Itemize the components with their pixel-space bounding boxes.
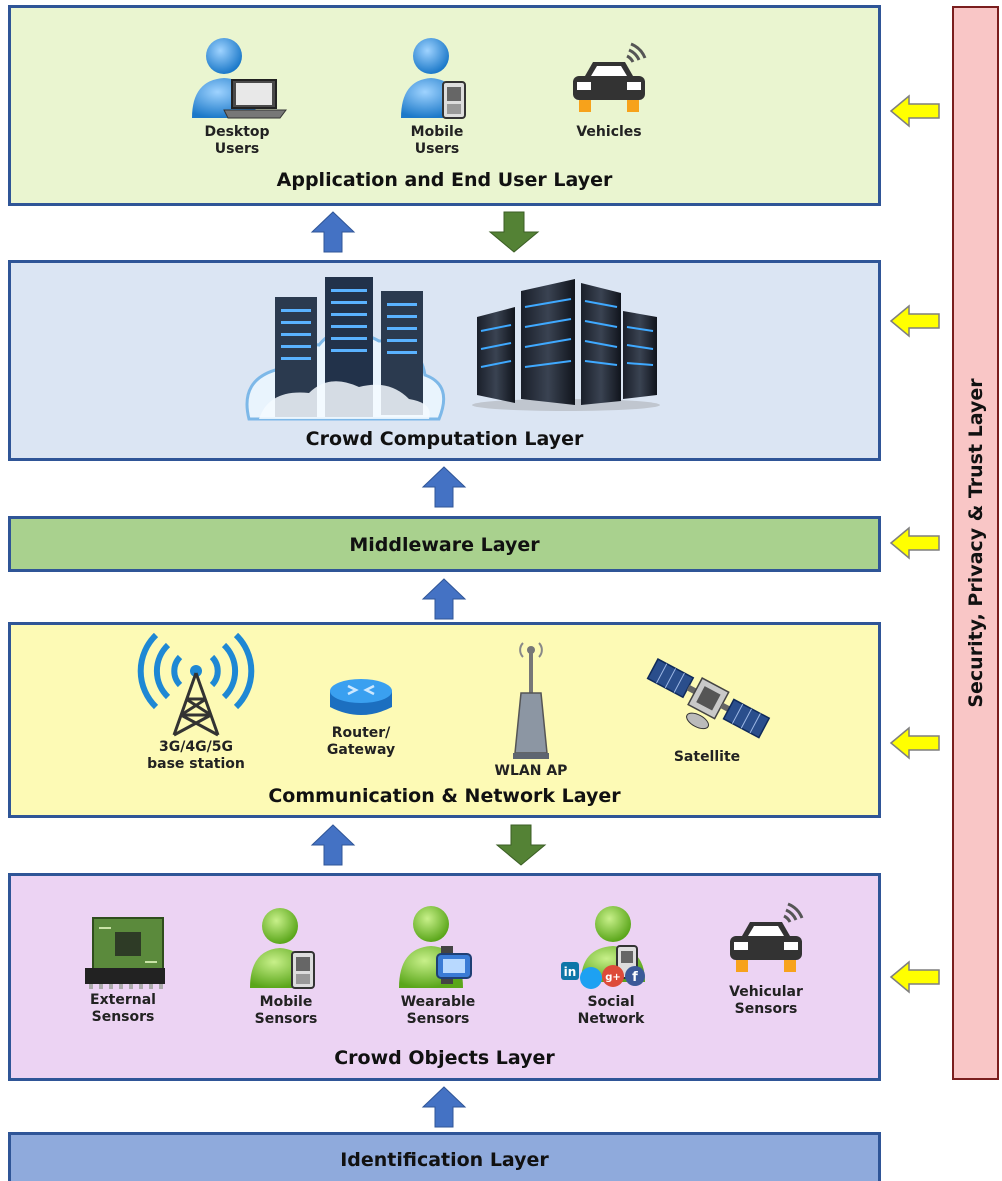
mobile-users-label: Mobile Users [410,124,464,157]
vehicles-item: Vehicles [554,38,664,141]
satellite-item: Satellite [637,655,777,766]
identification-layer: Identification Layer [8,1132,881,1181]
wearable-sensors-label: Wearable Sensors [400,994,476,1027]
up-arrow [310,211,356,253]
left-arrow [889,526,940,560]
identification-layer-title: Identification Layer [340,1149,549,1171]
desktop-user-icon [192,38,287,119]
wearable-sensors-item: Wearable Sensors [383,902,493,1028]
wlan-ap-item: WLAN AP [476,635,586,780]
base-station-item: 3G/4G/5G base station [126,633,266,773]
social-network-label: Social Network [577,994,645,1027]
social-network-item: in g+ f Social Network [551,902,671,1028]
desktop-users-item: Desktop Users [177,34,297,158]
satellite-label: Satellite [673,749,741,765]
wearable-sensor-icon [399,906,472,988]
svg-text:f: f [632,970,638,985]
wlan-ap-label: WLAN AP [494,763,568,779]
router-item: Router/ Gateway [311,675,411,759]
svg-text:g+: g+ [605,972,621,983]
objects-layer-title: Crowd Objects Layer [334,1047,555,1069]
data-center-icon [472,279,660,411]
satellite-icon [646,658,771,739]
desktop-users-label: Desktop Users [204,124,270,157]
left-arrow [889,960,940,994]
social-network-icon: in g+ f [561,906,645,989]
mobile-user-icon [401,38,466,119]
router-label: Router/ Gateway [326,725,396,758]
up-arrow [421,466,467,508]
external-sensors-item: External Sensors [63,910,183,1026]
vehicle-icon [573,42,647,112]
up-arrow [421,1086,467,1128]
middleware-layer-title: Middleware Layer [349,534,540,556]
up-arrow [421,578,467,620]
objects-layer: External Sensors Mobile Sensors Wearable… [8,873,881,1081]
security-privacy-trust-layer: Security, Privacy & Trust Layer [952,6,999,1080]
vehicular-sensors-label: Vehicular Sensors [729,984,803,1017]
wlan-ap-icon [513,642,549,759]
cloud-server-icon [245,277,446,421]
mobile-sensor-icon [250,908,315,989]
left-arrow [889,304,940,338]
mobile-users-item: Mobile Users [382,34,492,158]
middleware-layer: Middleware Layer [8,516,881,572]
mobile-sensors-label: Mobile Sensors [254,994,318,1027]
mobile-sensors-item: Mobile Sensors [231,904,341,1028]
svg-text:in: in [564,965,577,979]
application-layer: Desktop Users Mobile Users Vehicles Appl… [8,5,881,206]
left-arrow [889,94,940,128]
router-icon [330,679,392,715]
up-arrow [310,824,356,866]
sensor-chip-icon [85,917,165,989]
communication-layer-title: Communication & Network Layer [268,785,621,807]
vehicular-sensors-item: Vehicular Sensors [711,898,821,1018]
computation-layer: Crowd Computation Layer [8,260,881,461]
vehicles-label: Vehicles [576,124,642,140]
computation-layer-title: Crowd Computation Layer [305,428,584,450]
communication-layer: 3G/4G/5G base station Router/ Gateway WL… [8,622,881,818]
base-station-label: 3G/4G/5G base station [147,739,245,772]
vehicular-sensor-icon [730,902,804,972]
external-sensors-label: External Sensors [90,992,156,1025]
security-layer-label: Security, Privacy & Trust Layer [964,378,987,708]
down-arrow [495,824,547,866]
left-arrow [889,726,940,760]
down-arrow [488,211,540,253]
base-station-icon [137,633,255,737]
application-layer-title: Application and End User Layer [276,169,613,191]
